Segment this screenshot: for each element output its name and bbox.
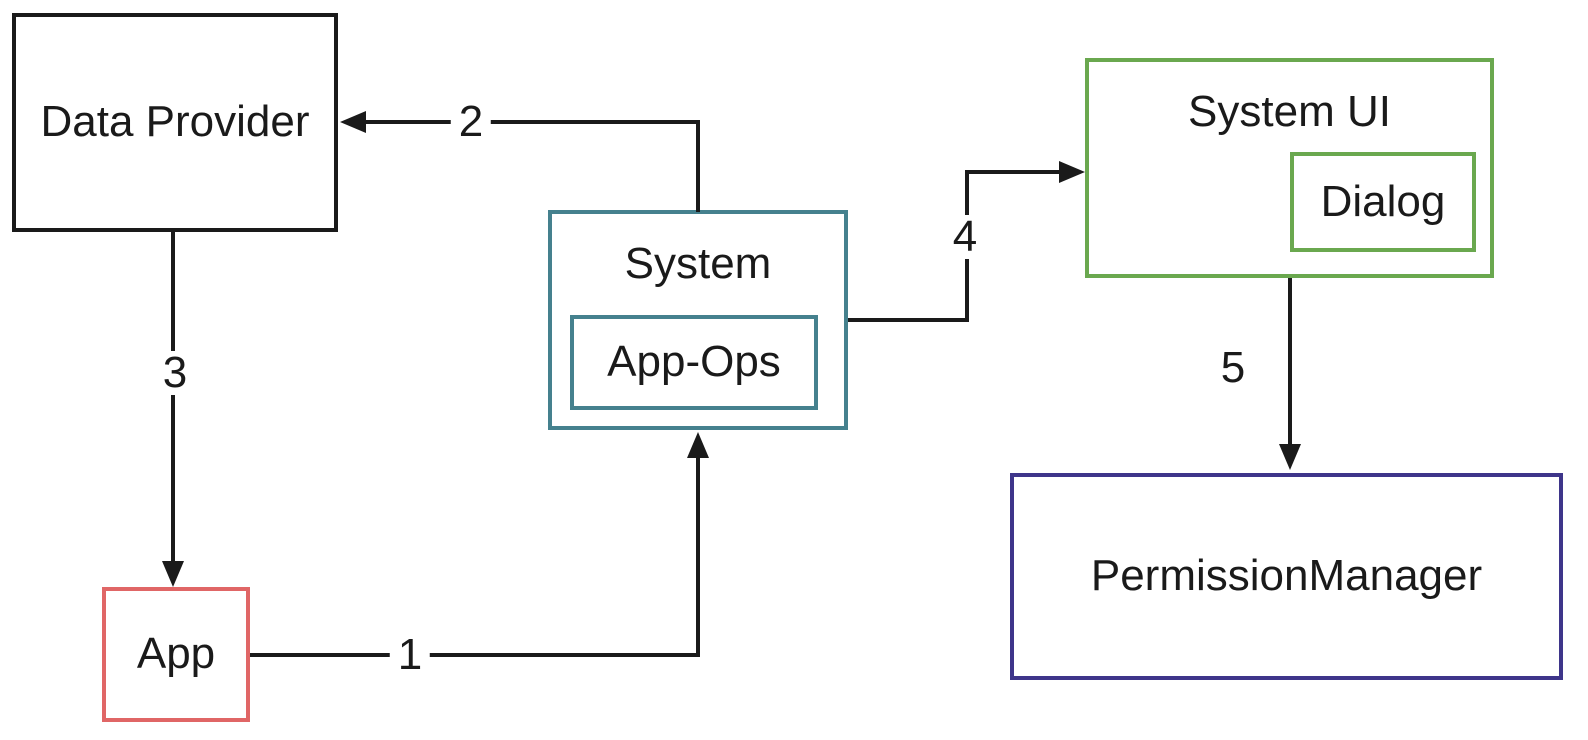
edge-5-vertical-segment xyxy=(1288,278,1292,450)
edge-4-arrowhead-right-icon xyxy=(1059,161,1085,183)
node-permission-manager-label: PermissionManager xyxy=(1090,551,1483,601)
edge-1-vertical-segment xyxy=(696,454,700,657)
edge-2-horizontal-segment xyxy=(358,120,700,124)
node-data-provider-label: Data Provider xyxy=(40,97,310,147)
node-system: System App-Ops xyxy=(548,210,848,430)
node-system-ui-label: System UI xyxy=(1188,87,1391,136)
edge-3-step-label: 3 xyxy=(154,351,196,395)
node-dialog-label: Dialog xyxy=(1320,176,1446,226)
node-permission-manager: PermissionManager xyxy=(1010,473,1563,680)
node-dialog: Dialog xyxy=(1290,152,1476,252)
edge-1-horizontal-segment xyxy=(250,653,700,657)
edge-4-step-label: 4 xyxy=(944,215,986,259)
node-app: App xyxy=(102,587,250,722)
edge-3-vertical-segment xyxy=(171,232,175,566)
edge-2-vertical-segment xyxy=(696,120,700,212)
node-app-ops: App-Ops xyxy=(570,315,818,410)
edge-1-arrowhead-up-icon xyxy=(687,432,709,458)
edge-5-arrowhead-down-icon xyxy=(1279,444,1301,470)
edge-2-arrowhead-left-icon xyxy=(340,111,366,133)
edge-4-horizontal-segment-upper xyxy=(969,170,1065,174)
node-data-provider: Data Provider xyxy=(12,13,338,232)
edge-4-horizontal-segment-lower xyxy=(848,318,969,322)
node-system-ui: System UI Dialog xyxy=(1085,58,1494,278)
edge-3-arrowhead-down-icon xyxy=(162,561,184,587)
node-app-label: App xyxy=(136,629,216,679)
edge-1-step-label: 1 xyxy=(389,633,431,677)
edge-2-step-label: 2 xyxy=(450,100,492,144)
node-system-label: System xyxy=(624,239,772,288)
edge-5-step-label: 5 xyxy=(1212,346,1254,390)
node-app-ops-label: App-Ops xyxy=(607,337,781,387)
